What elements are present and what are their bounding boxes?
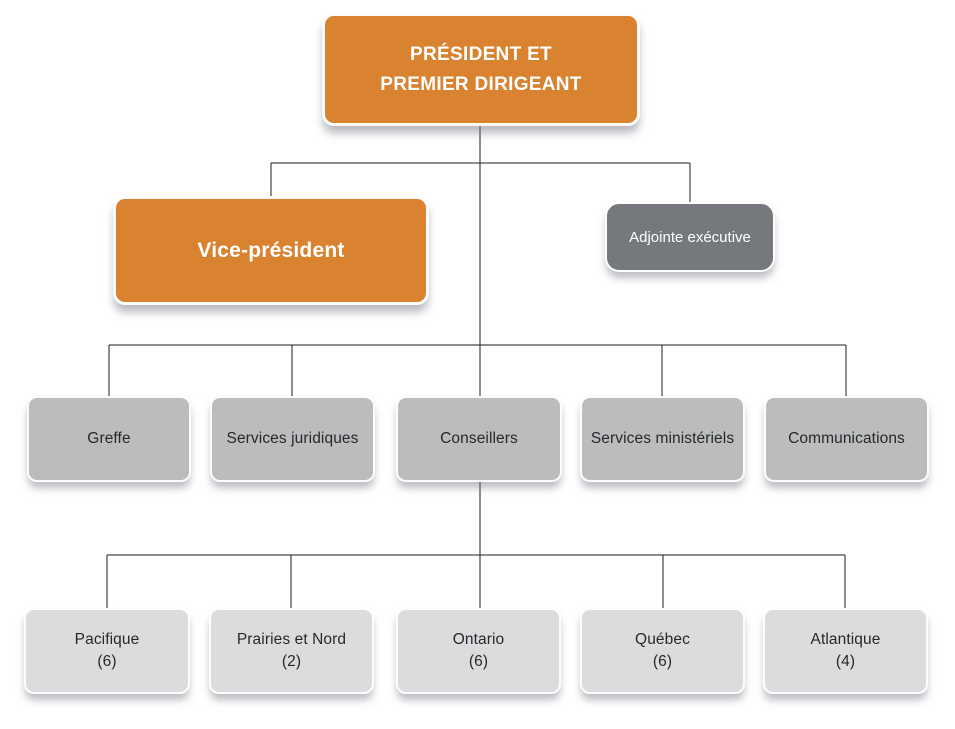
- region-count: (4): [835, 653, 856, 670]
- region-count: (6): [468, 653, 489, 670]
- regions-row: Pacifique (6) Prairies et Nord (2) Ontar…: [0, 608, 955, 694]
- region-name: Québec: [635, 631, 690, 648]
- vice-president-label: Vice-président: [197, 238, 345, 262]
- department-label: Services ministériels: [590, 430, 735, 447]
- region-name: Atlantique: [810, 631, 881, 648]
- org-node-atlantique: Atlantique (4): [763, 608, 928, 694]
- department-label: Communications: [788, 430, 905, 447]
- region-name: Pacifique: [74, 631, 140, 648]
- org-node-pacifique: Pacifique (6): [24, 608, 190, 694]
- president-label-line1: PRÉSIDENT ET: [410, 43, 552, 65]
- org-node-greffe: Greffe: [27, 396, 191, 482]
- org-node-ontario: Ontario (6): [396, 608, 561, 694]
- org-node-services-ministeriels: Services ministériels: [580, 396, 745, 482]
- president-label-line2: PREMIER DIRIGEANT: [380, 73, 582, 95]
- executive-assistant-label: Adjointe exécutive: [629, 228, 751, 246]
- department-label: Conseillers: [440, 430, 518, 447]
- region-count: (2): [281, 653, 302, 670]
- region-name: Prairies et Nord: [236, 631, 347, 648]
- org-node-president: PRÉSIDENT ET PREMIER DIRIGEANT: [322, 13, 640, 126]
- org-node-conseillers: Conseillers: [396, 396, 562, 482]
- department-label: Services juridiques: [226, 430, 359, 447]
- org-node-prairies-et-nord: Prairies et Nord (2): [209, 608, 374, 694]
- org-node-quebec: Québec (6): [580, 608, 745, 694]
- org-node-executive-assistant: Adjointe exécutive: [605, 202, 775, 272]
- departments-row: Greffe Services juridiques Conseillers S…: [0, 396, 955, 482]
- org-node-vice-president: Vice-président: [113, 196, 429, 305]
- department-label: Greffe: [87, 430, 131, 447]
- org-node-communications: Communications: [764, 396, 929, 482]
- region-count: (6): [97, 653, 117, 670]
- org-node-services-juridiques: Services juridiques: [210, 396, 375, 482]
- region-name: Ontario: [452, 631, 505, 648]
- region-count: (6): [652, 653, 673, 670]
